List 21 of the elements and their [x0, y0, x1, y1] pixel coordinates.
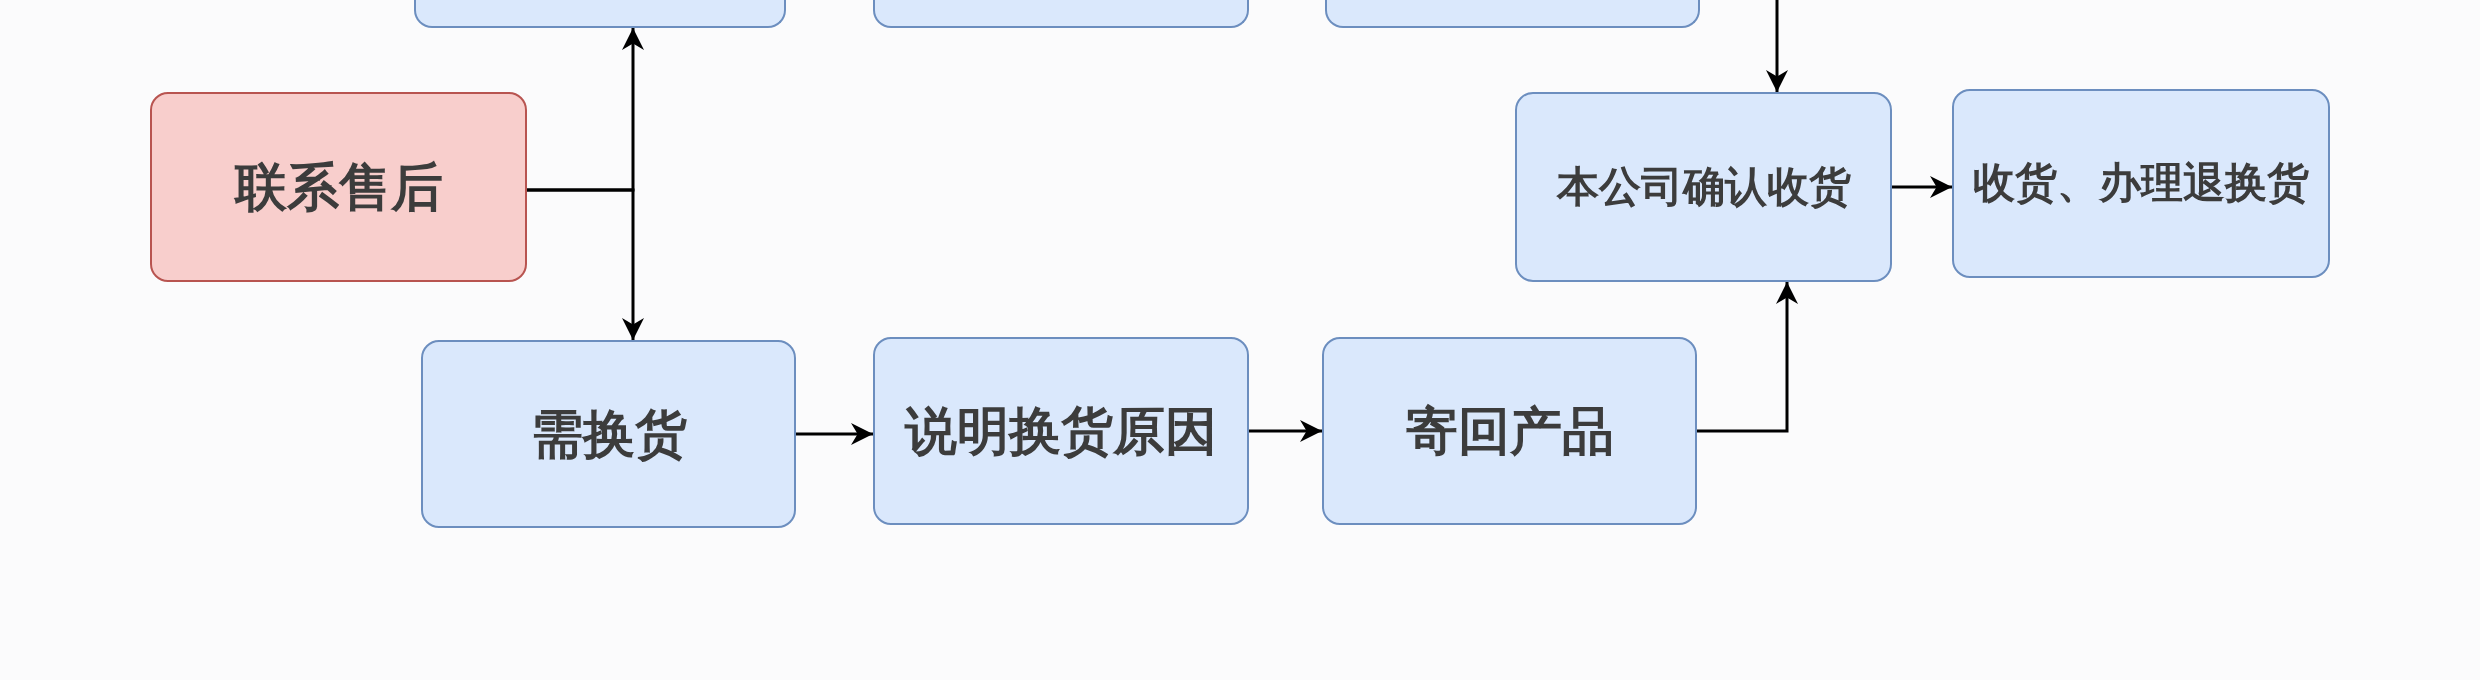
- arrow: [796, 423, 873, 445]
- process-box: [1952, 89, 2330, 278]
- box-label: 说明换货原因: [905, 399, 1217, 463]
- process-box: [421, 340, 796, 528]
- arrow: [527, 188, 644, 340]
- process-box: [1515, 92, 1892, 282]
- arrow: [1892, 176, 1952, 198]
- process-box: [873, 0, 1249, 28]
- process-box: [150, 92, 527, 282]
- box-label: 联系售后: [234, 155, 443, 219]
- process-box: [873, 337, 1249, 525]
- box-label: 本公司确认收货: [1556, 161, 1851, 213]
- process-box: [414, 0, 786, 28]
- arrow: [1766, 0, 1788, 92]
- arrow: [1697, 282, 1798, 433]
- box-label: 需换货: [530, 402, 687, 466]
- process-box: [1325, 0, 1700, 28]
- process-box: [1322, 337, 1697, 525]
- arrow: [1249, 420, 1322, 442]
- box-label: 寄回产品: [1405, 399, 1614, 463]
- box-label: 收货、办理退换货: [1973, 158, 2309, 209]
